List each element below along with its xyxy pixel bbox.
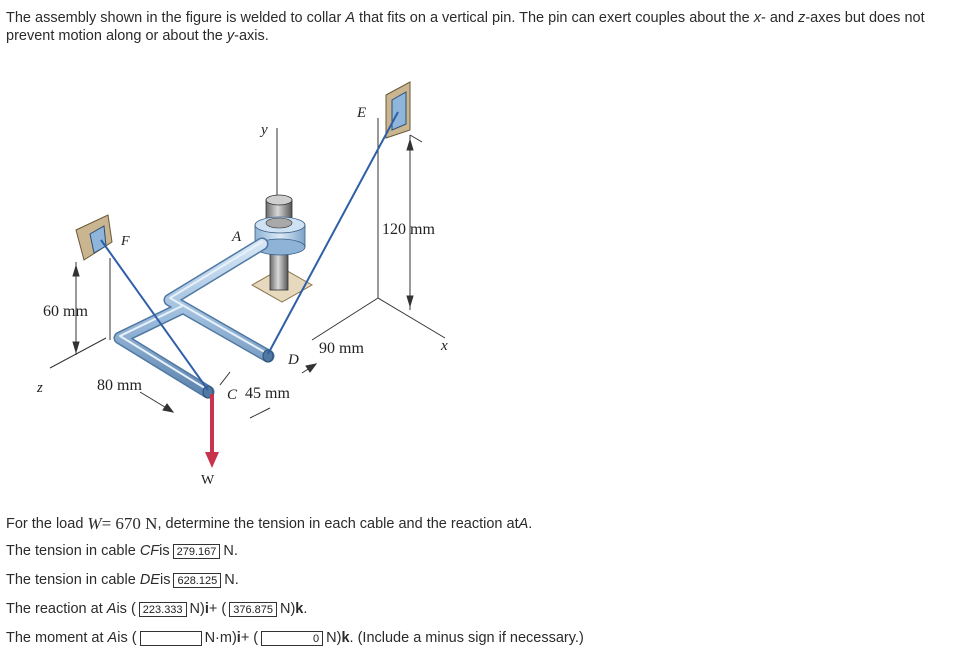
cf-prefix: The tension in cable (6, 543, 136, 559)
problem-collar: A (345, 10, 355, 26)
load-question: For the load W = 670 N, determine the te… (6, 514, 532, 534)
moment-is: is ( (117, 630, 137, 646)
moment-point: A (107, 630, 118, 646)
moment-prefix: The moment at (6, 630, 104, 646)
load-eq: = 670 N (101, 514, 158, 533)
pipe-frame (113, 237, 275, 399)
bracket-F (75, 214, 113, 261)
cable-DE (267, 111, 399, 355)
problem-text-2: that fits on a vertical pin. The pin can… (354, 10, 754, 26)
problem-text-3: - and (760, 10, 799, 26)
dim-120: 120 mm (382, 221, 435, 238)
de-name: DE (139, 572, 160, 588)
problem-text-1: The assembly shown in the figure is weld… (6, 10, 346, 26)
cf-unit: N. (223, 543, 238, 559)
dimension-arrows (72, 138, 414, 413)
pin-collar-A (250, 194, 314, 303)
load-suffix: , determine the tension in each cable an… (157, 516, 519, 532)
problem-x-axis: x (753, 10, 761, 26)
cables (100, 111, 399, 391)
reaction-i-unit: N) (189, 601, 205, 617)
label-A: A (231, 229, 242, 245)
dim-80: 80 mm (97, 377, 142, 394)
load-end: . (528, 516, 533, 532)
label-C: C (227, 387, 238, 403)
reaction-k-unit: N) (279, 601, 296, 617)
reaction-is: is ( (116, 601, 136, 617)
moment-end: . (Include a minus sign if necessary.) (349, 630, 584, 646)
problem-text-4: -axes but does not prevent motion along … (6, 10, 925, 44)
de-tension-input[interactable]: 628.125 (173, 572, 222, 588)
dim-90: 90 mm (319, 340, 364, 357)
moment-k-vector: k (341, 630, 350, 646)
reaction-prefix: The reaction at (6, 601, 103, 617)
cf-name: CF (139, 543, 160, 559)
de-is: is (159, 572, 171, 588)
cf-tension-input[interactable]: 279.167 (172, 543, 221, 559)
moment-i-input[interactable] (139, 630, 202, 646)
de-unit: N. (224, 572, 239, 588)
reaction-k-vector: k (295, 601, 304, 617)
reaction-end: . (303, 601, 308, 617)
construction-lines (49, 118, 446, 419)
reaction-k-input[interactable]: 376.875 (229, 601, 277, 617)
load-var: W (87, 514, 102, 533)
moment-plus: + ( (240, 630, 259, 646)
problem-y-axis: y (226, 28, 235, 44)
dim-45: 45 mm (245, 385, 290, 402)
label-x: x (440, 338, 448, 354)
label-z: z (36, 380, 43, 396)
moment-k-unit: N) (326, 630, 342, 646)
load-point: A (518, 516, 529, 532)
reaction-point: A (106, 601, 117, 617)
label-y: y (259, 122, 268, 138)
label-E: E (356, 105, 366, 121)
label-D: D (287, 352, 299, 368)
reaction-plus: + ( (208, 601, 227, 617)
cable-CF (100, 239, 209, 391)
reaction-i-vector: i (204, 601, 209, 617)
dim-60: 60 mm (43, 303, 88, 320)
moment-i-vector: i (236, 630, 241, 646)
problem-text-5: -axis. (234, 28, 269, 44)
problem-z-axis: z (798, 10, 806, 26)
load-arrow (205, 394, 219, 468)
moment-k-input[interactable]: 0 (261, 630, 324, 646)
reaction-i-input[interactable]: 223.333 (138, 601, 187, 617)
load-prefix: For the load (6, 516, 84, 532)
moment-i-unit: N·m) (204, 630, 237, 646)
problem-statement: The assembly shown in the figure is weld… (6, 9, 956, 45)
label-W: W (201, 473, 215, 488)
label-F: F (120, 234, 130, 249)
de-prefix: The tension in cable (6, 572, 136, 588)
cf-is: is (159, 543, 170, 559)
